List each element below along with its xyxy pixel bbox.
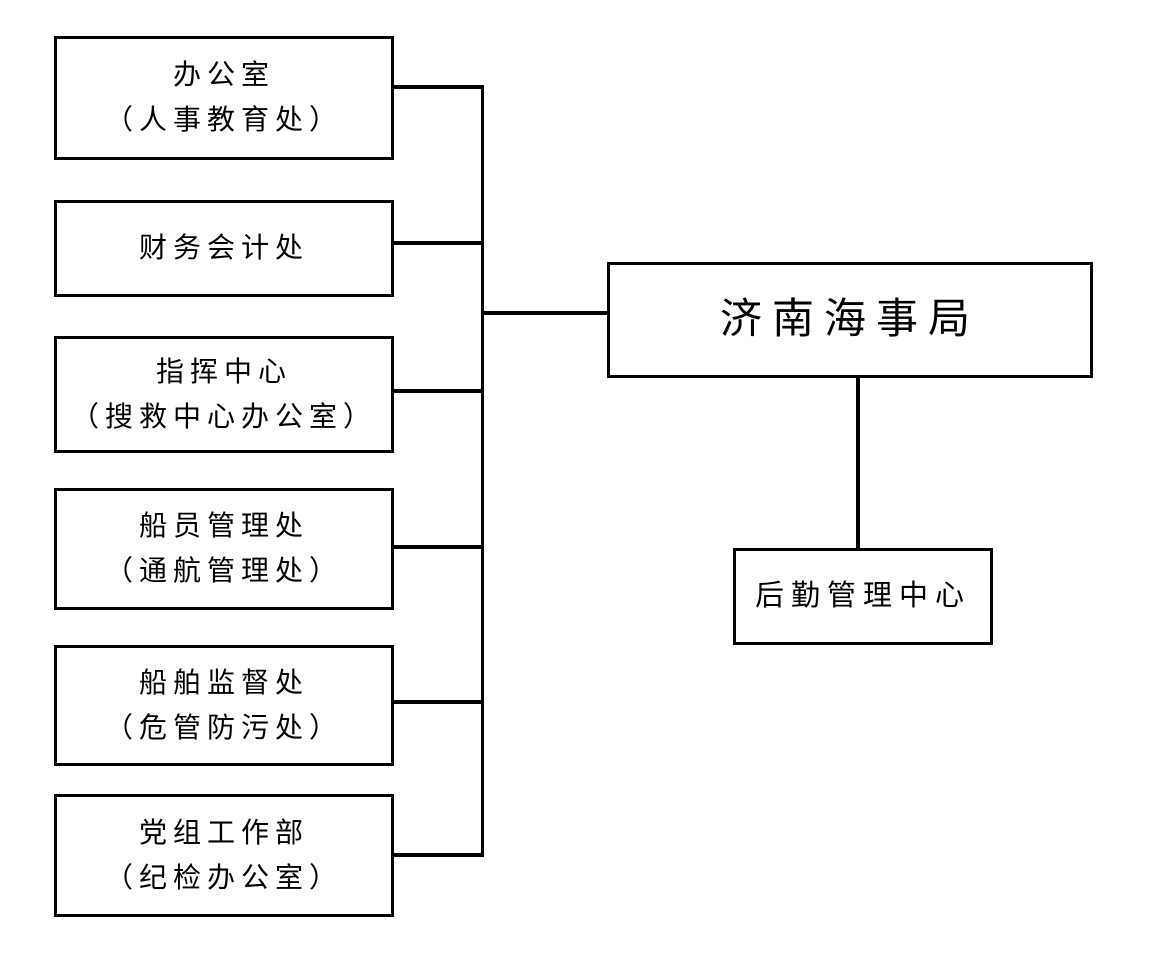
connector-stub-ship-supervision	[394, 700, 483, 704]
connector-trunk-line	[481, 85, 484, 857]
dept-label-line: 指挥中心	[155, 356, 292, 388]
dept-box-office: 办公室 （人事教育处）	[54, 36, 394, 160]
connector-stub-finance	[394, 241, 483, 245]
dept-label-line: （通航管理处）	[104, 556, 343, 587]
dept-label-line: （纪检办公室）	[104, 862, 343, 894]
dept-box-party-work: 党组工作部 （纪检办公室）	[54, 794, 394, 917]
dept-box-crew-management: 船员管理处 （通航管理处）	[54, 488, 394, 610]
dept-label-line: 船舶监督处	[138, 667, 309, 699]
connector-stub-command-center	[394, 389, 483, 393]
dept-label-line: 船员管理处	[138, 511, 309, 542]
dept-label-line: （搜救中心办公室）	[70, 401, 377, 433]
dept-box-finance-accounting: 财务会计处	[54, 200, 394, 297]
dept-label-line: 财务会计处	[138, 233, 309, 264]
connector-subsidiary-drop-line	[856, 378, 860, 548]
root-label: 济南海事局	[719, 296, 980, 343]
connector-stub-party-work	[394, 853, 483, 857]
dept-box-command-center: 指挥中心 （搜救中心办公室）	[54, 336, 394, 453]
connector-root-link-line	[483, 311, 607, 315]
subsidiary-label: 后勤管理中心	[754, 579, 971, 612]
dept-label-line: （人事教育处）	[104, 105, 343, 136]
dept-label-line: 党组工作部	[138, 817, 309, 849]
root-box-jinan-msa: 济南海事局	[607, 262, 1093, 378]
connector-stub-office	[394, 85, 483, 89]
dept-label-line: 办公室	[172, 60, 275, 91]
dept-box-ship-supervision: 船舶监督处 （危管防污处）	[54, 645, 394, 766]
dept-label-line: （危管防污处）	[104, 712, 343, 744]
connector-stub-crew-management	[394, 545, 483, 549]
subsidiary-box-logistics-center: 后勤管理中心	[733, 548, 993, 645]
